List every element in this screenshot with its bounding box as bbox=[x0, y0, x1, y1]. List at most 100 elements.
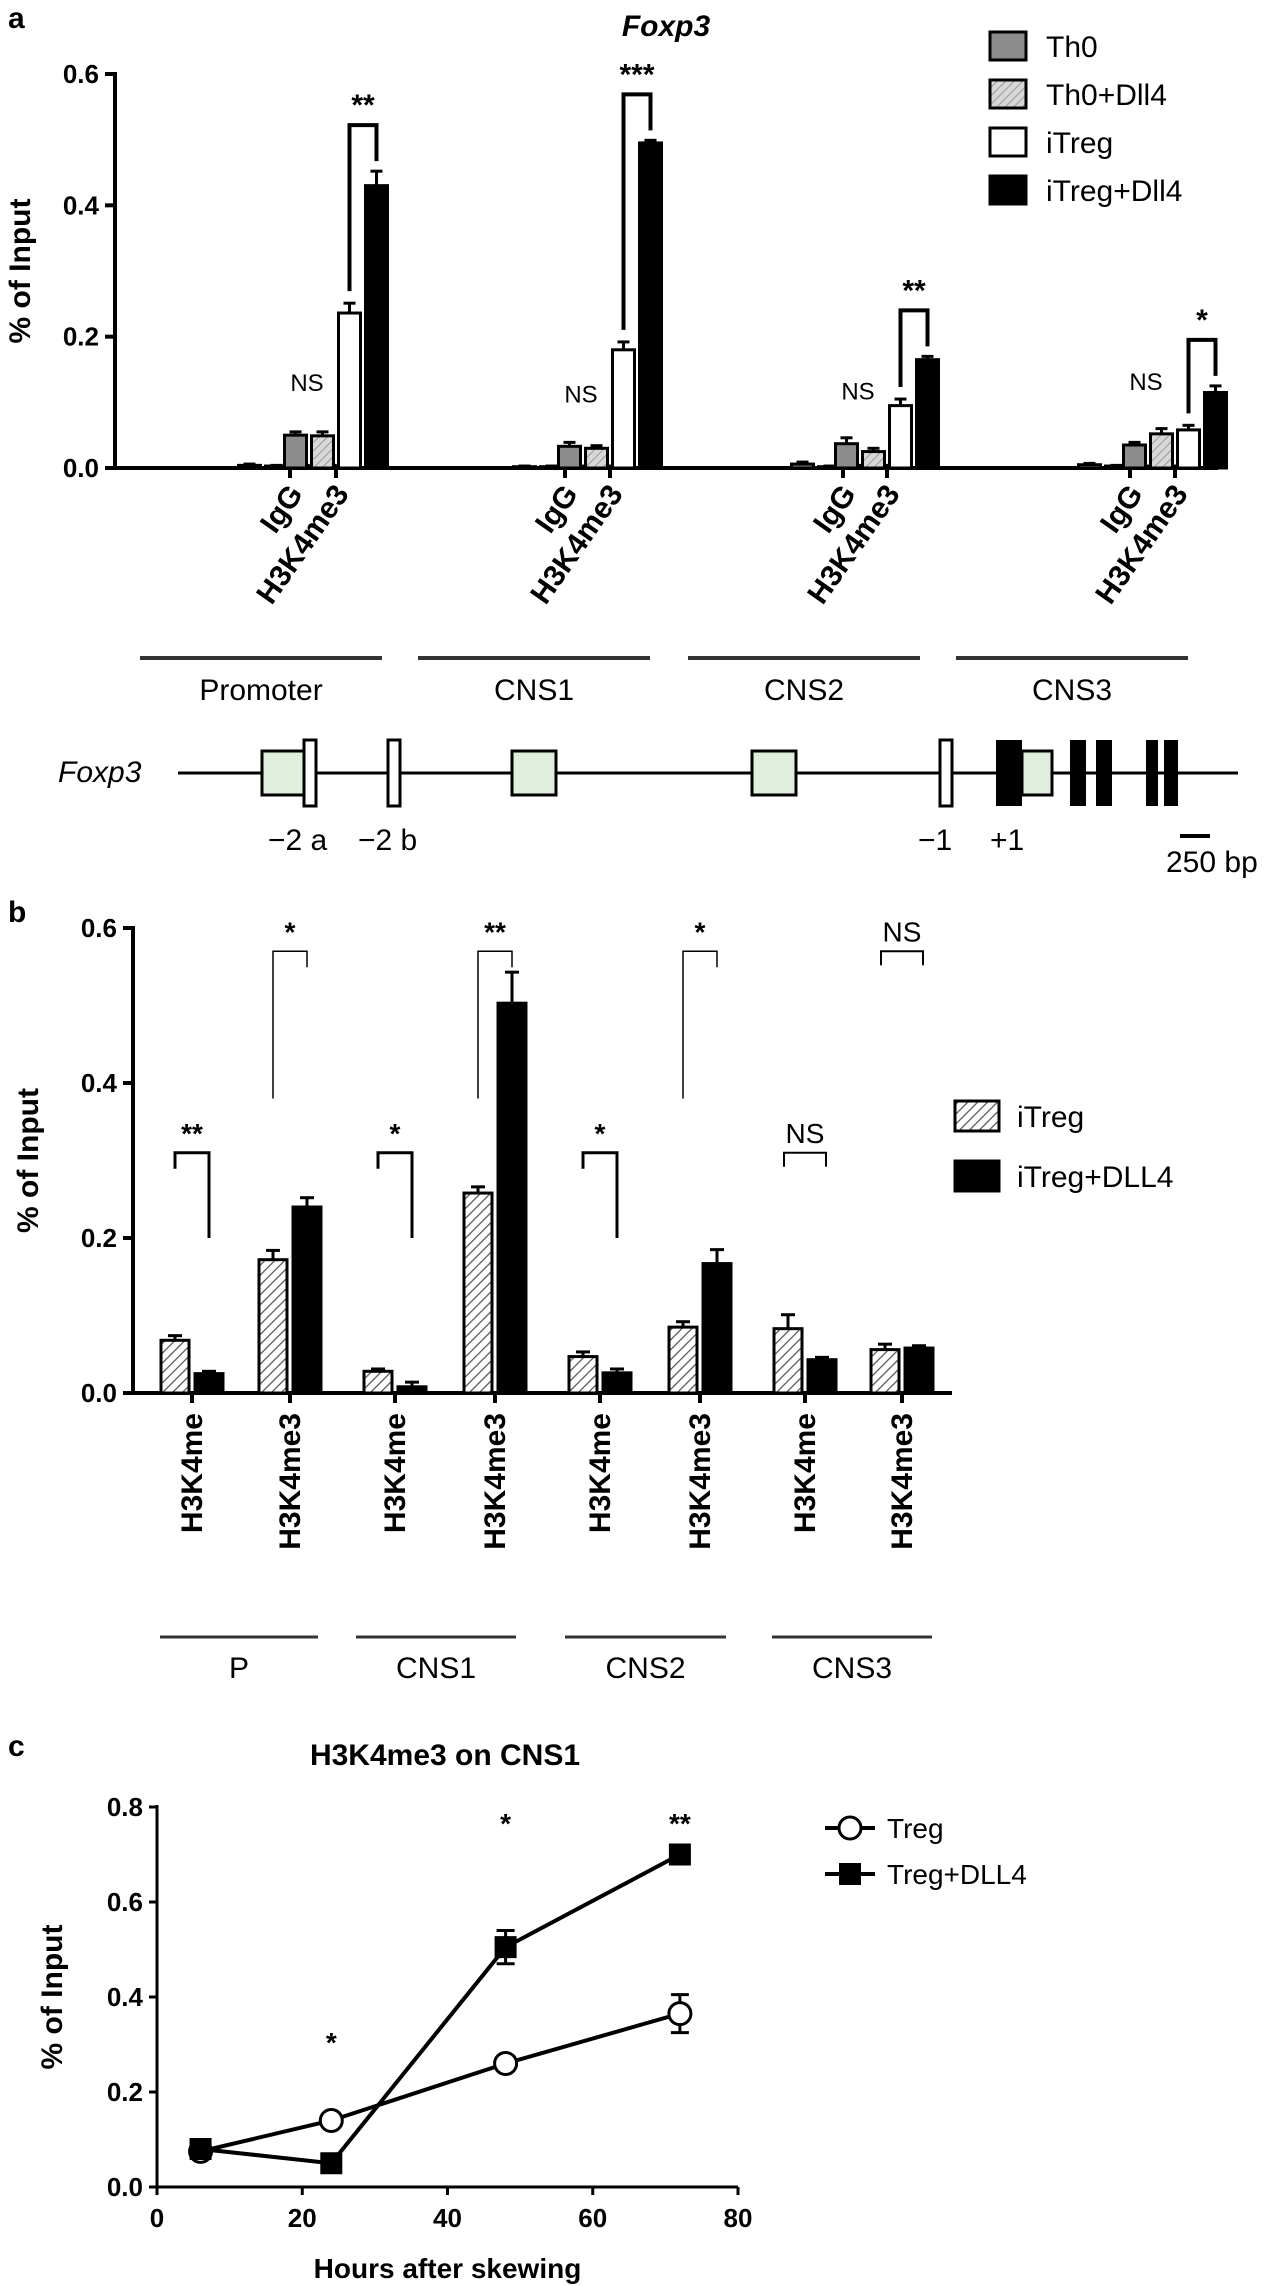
b-legend-label: iTreg+DLL4 bbox=[1017, 1161, 1173, 1194]
exon-label-m2a: −2 a bbox=[268, 824, 328, 857]
c-point-treg-dll4 bbox=[494, 1936, 517, 1959]
b-significance-bracket bbox=[272, 950, 308, 1099]
gene-map-label: Foxp3 bbox=[58, 756, 142, 789]
a-y-axis-label: % of Input bbox=[4, 199, 37, 344]
b-x-tick-label: H3K4me3 bbox=[274, 1413, 307, 1550]
c-x-tick-label: 80 bbox=[724, 2203, 753, 2233]
c-series-line-treg bbox=[200, 2011, 681, 2154]
b-bar-itreg-dll4 bbox=[396, 1385, 428, 1395]
a-legend-swatch bbox=[988, 30, 1028, 62]
c-point-treg bbox=[493, 2051, 519, 2076]
b-x-tick-label: H3K4me bbox=[584, 1413, 617, 1533]
a-bar-th0 bbox=[237, 463, 262, 470]
b-bar-itreg bbox=[257, 1258, 289, 1395]
a-bar-itreg bbox=[1176, 428, 1201, 470]
b-bar-itreg-dll4 bbox=[601, 1371, 633, 1395]
a-bar-th0 bbox=[790, 462, 815, 470]
b-significance-label: * bbox=[285, 916, 296, 947]
c-y-axis-label: % of Input bbox=[36, 1925, 69, 2070]
c-title: H3K4me3 on CNS1 bbox=[310, 1739, 580, 1772]
b-region-label: CNS1 bbox=[396, 1652, 476, 1685]
scale-bar-label: 250 bp bbox=[1166, 846, 1258, 879]
c-x-tick-label: 20 bbox=[288, 2203, 317, 2233]
a-bar-th0 bbox=[1122, 443, 1147, 470]
b-region-label: CNS2 bbox=[605, 1652, 685, 1685]
exon-p1 bbox=[996, 740, 1022, 806]
a-region-label: CNS2 bbox=[764, 674, 844, 707]
c-point-treg-dll4 bbox=[668, 1843, 691, 1866]
c-x-axis-label: Hours after skewing bbox=[314, 2253, 582, 2284]
c-point-treg bbox=[318, 2108, 344, 2133]
exon-2 bbox=[1070, 740, 1086, 806]
c-x-tick-label: 60 bbox=[578, 2203, 607, 2233]
c-legend-marker bbox=[839, 1863, 861, 1885]
a-bar-th0 bbox=[1077, 463, 1102, 470]
a-bar-th0-dll4 bbox=[310, 434, 335, 470]
c-y-tick-label: 0.4 bbox=[107, 1982, 144, 2012]
panel-label-b: b bbox=[8, 896, 26, 929]
panel-label-c: c bbox=[8, 1730, 25, 1763]
c-significance-label: * bbox=[500, 1808, 511, 1839]
a-bar-itreg-dll4 bbox=[638, 141, 663, 470]
a-significance-bracket bbox=[898, 308, 930, 388]
b-significance-label: ** bbox=[181, 1118, 203, 1149]
b-significance-bracket bbox=[581, 1151, 619, 1238]
a-significance-label: NS bbox=[1129, 369, 1162, 396]
b-bar-itreg-dll4 bbox=[193, 1372, 225, 1395]
exon-5 bbox=[1164, 740, 1178, 806]
c-legend-label: Treg bbox=[887, 1813, 944, 1844]
cns-box-cns3 bbox=[1020, 749, 1054, 797]
a-y-tick-label: 0.6 bbox=[63, 59, 99, 89]
a-bar-th0 bbox=[834, 442, 859, 470]
c-x-tick-label: 0 bbox=[150, 2203, 164, 2233]
a-significance-bracket bbox=[347, 123, 379, 292]
a-region-label: CNS3 bbox=[1032, 674, 1112, 707]
b-significance-label: * bbox=[390, 1118, 401, 1149]
a-significance-label: NS bbox=[841, 379, 874, 406]
c-series-line-treg-dll4 bbox=[200, 1852, 681, 2166]
cns-box-cns1 bbox=[510, 749, 558, 797]
exon-m1 bbox=[938, 738, 954, 808]
b-bar-itreg bbox=[667, 1325, 699, 1395]
c-y-tick-label: 0.6 bbox=[107, 1887, 143, 1917]
b-y-tick-label: 0.6 bbox=[81, 913, 117, 943]
a-region-label: CNS1 bbox=[494, 674, 574, 707]
a-significance-stars: ** bbox=[902, 274, 926, 307]
cns-box-promoter bbox=[260, 749, 308, 797]
b-significance-label: * bbox=[595, 1118, 606, 1149]
chart-a-title: Foxp3 bbox=[622, 10, 711, 43]
b-significance-label: NS bbox=[883, 916, 922, 947]
b-significance-bracket bbox=[880, 950, 924, 966]
b-bar-itreg-dll4 bbox=[701, 1262, 733, 1395]
a-region-label: Promoter bbox=[199, 674, 322, 707]
b-significance-bracket bbox=[173, 1151, 211, 1238]
a-bar-itreg-dll4 bbox=[915, 358, 940, 470]
c-legend-marker bbox=[837, 1815, 863, 1841]
b-significance-bracket bbox=[477, 950, 513, 1099]
a-bar-th0-dll4 bbox=[1149, 432, 1174, 470]
b-region-label: P bbox=[229, 1652, 249, 1685]
b-bar-itreg-dll4 bbox=[291, 1205, 323, 1395]
a-significance-stars: ** bbox=[351, 89, 375, 122]
b-x-tick-label: H3K4me3 bbox=[886, 1413, 919, 1550]
b-significance-label: ** bbox=[484, 916, 506, 947]
c-legend-label: Treg+DLL4 bbox=[887, 1859, 1027, 1890]
a-significance-bracket bbox=[1186, 337, 1218, 414]
b-y-tick-label: 0.4 bbox=[81, 1068, 118, 1098]
c-y-tick-label: 0.8 bbox=[107, 1792, 143, 1822]
a-significance-label: NS bbox=[564, 381, 597, 408]
a-legend-label: Th0 bbox=[1046, 31, 1098, 64]
foxp3-gene-map: Foxp3 −2 a −2 b −1 +1 250 bp bbox=[58, 738, 1258, 879]
b-bar-itreg-dll4 bbox=[496, 1001, 528, 1395]
b-x-tick-label: H3K4me3 bbox=[684, 1413, 717, 1550]
exon-m2a bbox=[302, 738, 318, 808]
exon-label-m1: −1 bbox=[918, 824, 952, 857]
b-significance-bracket bbox=[783, 1151, 827, 1167]
a-legend-swatch bbox=[988, 78, 1028, 110]
c-x-tick-label: 40 bbox=[433, 2203, 462, 2233]
b-bar-itreg bbox=[362, 1369, 394, 1395]
b-significance-label: NS bbox=[786, 1118, 825, 1149]
